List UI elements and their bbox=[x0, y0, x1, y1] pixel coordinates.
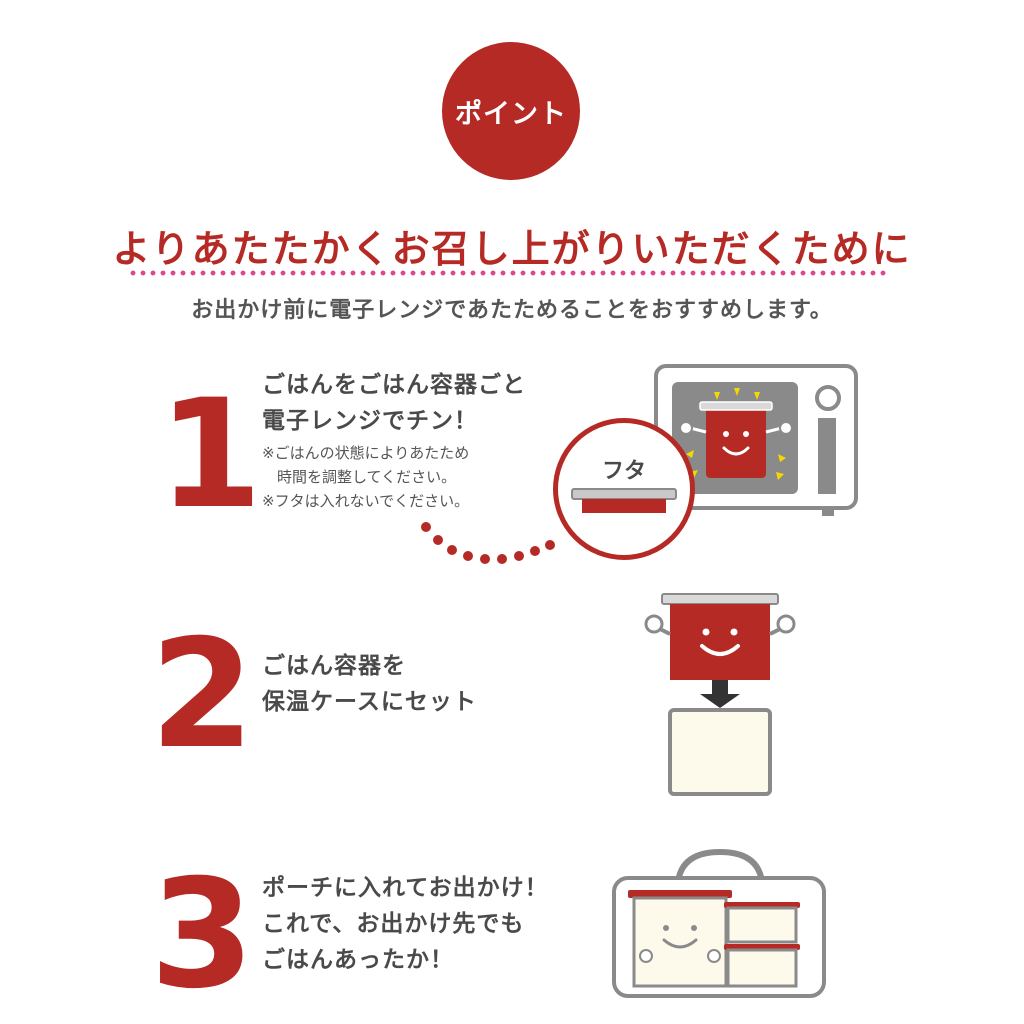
step-1-note-1: ※ごはんの状態によりあたため bbox=[262, 444, 470, 462]
step-1-note-3: ※フタは入れないでください。 bbox=[262, 492, 470, 510]
container-into-case-icon bbox=[644, 593, 796, 796]
subheadline: お出かけ前に電子レンジであたためることをおすすめします。 bbox=[191, 298, 833, 323]
lid-label: フタ bbox=[601, 459, 646, 484]
headline: よりあたたかくお召し上がりいただくために bbox=[112, 227, 912, 271]
dotted-divider bbox=[128, 270, 890, 276]
step-3-line-1: ポーチに入れてお出かけ！ bbox=[262, 875, 549, 901]
lid-icon bbox=[571, 488, 677, 513]
step-2-text: ごはん容器を 保温ケースにセット bbox=[262, 648, 477, 720]
step-2-line-2: 保温ケースにセット bbox=[262, 689, 477, 715]
point-badge: ポイント bbox=[442, 42, 580, 180]
lid-callout: フタ bbox=[553, 418, 695, 560]
step-1-text: ごはんをごはん容器ごと 電子レンジでチン！ ※ごはんの状態によりあたため 時間を… bbox=[262, 367, 526, 513]
step-1-number: 1 bbox=[158, 368, 263, 542]
step-3-line-3: ごはんあったか！ bbox=[262, 947, 454, 973]
point-badge-label: ポイント bbox=[455, 98, 567, 130]
step-3-text: ポーチに入れてお出かけ！ これで、お出かけ先でも ごはんあったか！ bbox=[262, 870, 549, 978]
step-1-note-2: 時間を調整してください。 bbox=[262, 468, 457, 486]
lunch-bag-icon bbox=[612, 848, 826, 998]
step-2-line-1: ごはん容器を bbox=[262, 653, 406, 679]
microwave-icon bbox=[654, 364, 858, 516]
step-1-line-2: 電子レンジでチン！ bbox=[262, 408, 478, 434]
step-1-line-1: ごはんをごはん容器ごと bbox=[262, 372, 526, 398]
step-3-number: 3 bbox=[150, 848, 255, 1022]
step-3-line-2: これで、お出かけ先でも bbox=[262, 911, 525, 937]
step-2-number: 2 bbox=[150, 608, 255, 782]
